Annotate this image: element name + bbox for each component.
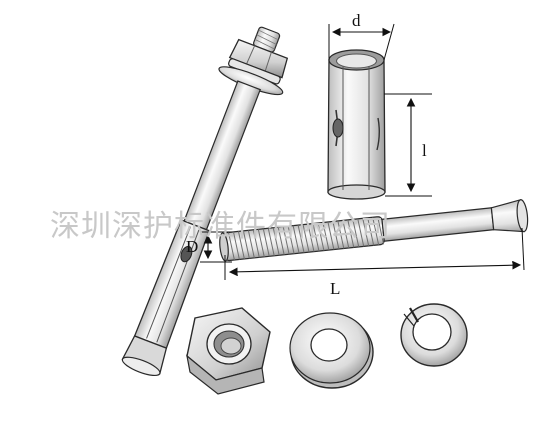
thread-line — [242, 230, 250, 259]
thread-line — [347, 219, 355, 248]
thread-line — [262, 228, 270, 257]
thread-line — [312, 223, 320, 252]
thread-line — [252, 229, 260, 258]
dimension-label-l: l — [422, 141, 427, 160]
thread-line — [372, 217, 380, 245]
hex-nut — [186, 307, 271, 395]
watermark-text: 深圳深护标准件有限公司 — [50, 209, 391, 244]
thread-line — [272, 227, 280, 256]
thread-line — [302, 224, 310, 253]
thread-line — [317, 222, 325, 251]
thread-line — [352, 219, 360, 248]
threaded-bolt — [219, 198, 529, 262]
expansion-sleeve — [327, 49, 386, 200]
thread-line — [377, 216, 385, 245]
thread-line — [307, 223, 315, 252]
thread-line — [342, 220, 350, 249]
thread-line — [257, 229, 265, 257]
dimension-d: d — [328, 11, 395, 61]
thread-line — [228, 232, 235, 261]
thread-line — [232, 231, 240, 260]
thread-line — [287, 226, 295, 254]
dimension-l: l — [384, 93, 432, 197]
thread-line — [332, 221, 340, 250]
dimension-L: L — [224, 227, 525, 298]
assembled-anchor-bolt — [121, 26, 289, 377]
thread-line — [322, 222, 330, 251]
dimension-label-d: d — [352, 11, 361, 30]
thread-line — [277, 227, 285, 255]
flat-washer — [289, 312, 374, 389]
thread-line — [357, 218, 365, 247]
thread-line — [367, 217, 375, 246]
spring-lock-washer — [400, 303, 468, 367]
thread-line — [362, 218, 370, 246]
thread-line — [282, 226, 290, 255]
dimension-label-D: D — [186, 237, 198, 256]
dimension-D: D — [186, 231, 232, 263]
thread-line — [297, 225, 305, 253]
thread-line — [337, 220, 345, 249]
thread-line — [292, 225, 300, 254]
dimension-label-L: L — [330, 279, 340, 298]
thread-line — [327, 221, 335, 250]
thread-line — [237, 231, 245, 260]
thread-line — [267, 228, 275, 256]
thread-line — [247, 230, 255, 258]
